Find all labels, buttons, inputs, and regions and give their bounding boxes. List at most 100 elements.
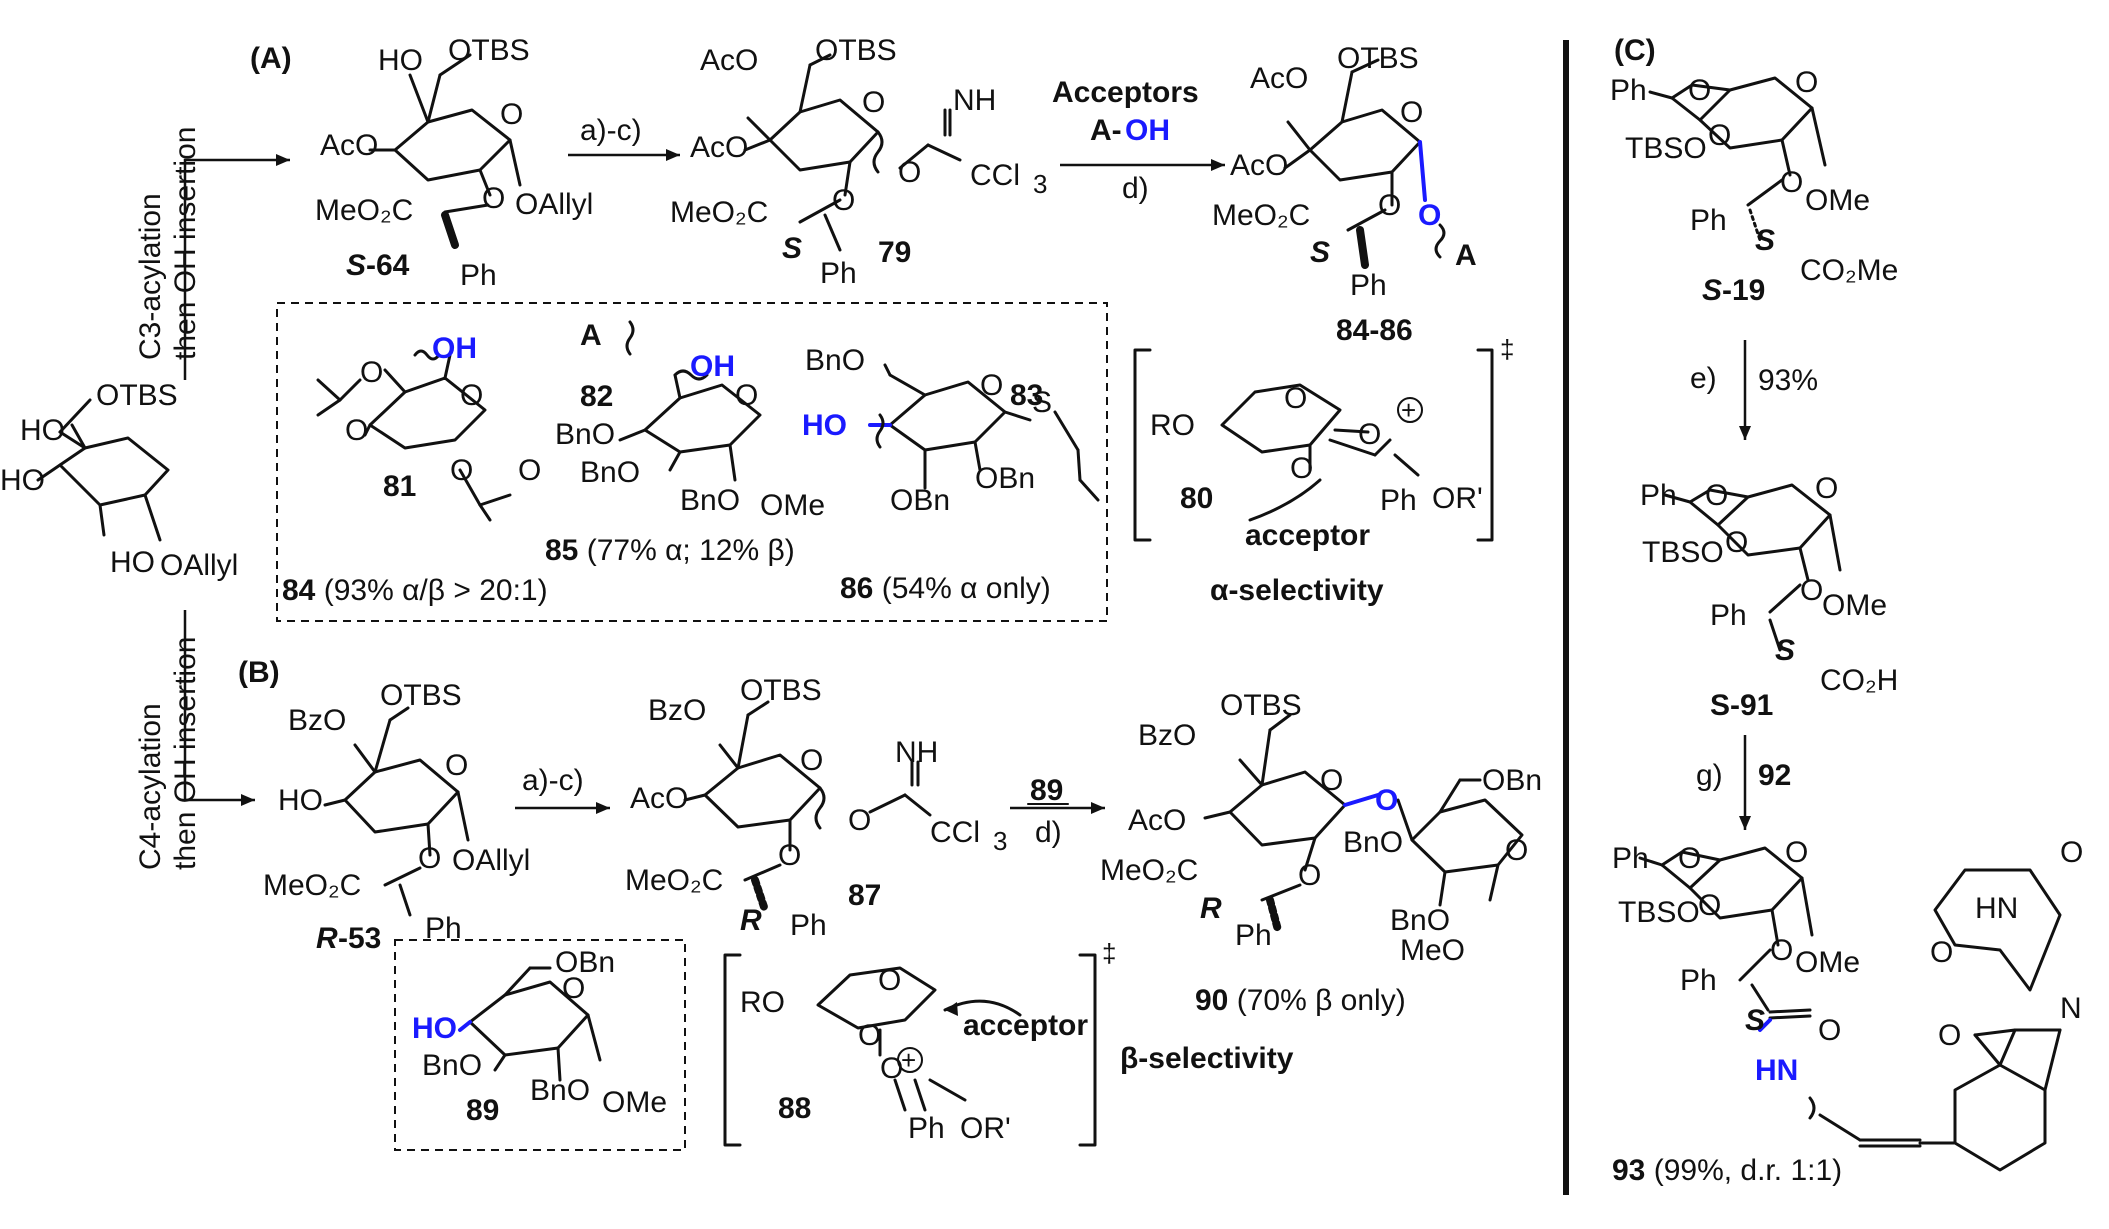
svg-text:O: O — [1815, 472, 1838, 505]
svg-text:HO: HO — [0, 464, 45, 497]
svg-text:O: O — [562, 972, 585, 1005]
svg-text:OTBS: OTBS — [815, 34, 897, 67]
svg-text:O: O — [1705, 479, 1728, 512]
svg-text:OTBS: OTBS — [380, 679, 462, 712]
compound-s-19: Ph O O O TBSO O OMe Ph S CO₂Me S -19 — [1610, 66, 1898, 307]
svg-text:92: 92 — [1758, 759, 1791, 792]
svg-text:89: 89 — [466, 1094, 499, 1127]
svg-text:82: 82 — [580, 380, 613, 413]
svg-text:Ph: Ph — [1640, 479, 1677, 512]
svg-text:O: O — [360, 356, 383, 389]
svg-text:O: O — [518, 454, 541, 487]
svg-text:O: O — [445, 749, 468, 782]
svg-text:O: O — [1800, 574, 1823, 607]
svg-text:O: O — [832, 184, 855, 217]
svg-text:O: O — [1795, 66, 1818, 99]
svg-text:g): g) — [1696, 759, 1723, 792]
svg-text:Ph: Ph — [908, 1112, 945, 1145]
svg-text:OBn: OBn — [890, 484, 950, 517]
svg-text:BnO: BnO — [1390, 904, 1450, 937]
svg-text:93%: 93% — [1758, 364, 1818, 397]
svg-text:S: S — [1702, 274, 1722, 307]
svg-text:O: O — [1298, 859, 1321, 892]
svg-text:NH: NH — [895, 736, 938, 769]
svg-text:BnO: BnO — [580, 456, 640, 489]
svg-text:OH: OH — [432, 332, 477, 365]
svg-text:OAllyl: OAllyl — [160, 549, 238, 582]
svg-text:e): e) — [1690, 362, 1717, 395]
svg-text:OMe: OMe — [1822, 589, 1887, 622]
transition-state-80: + RO O O O Ph OR' acceptor 80 ‡ α-select… — [1133, 334, 1514, 607]
svg-text:-19: -19 — [1722, 274, 1765, 307]
svg-text:+: + — [901, 1045, 916, 1075]
svg-text:C3-acylation: C3-acylation — [134, 193, 167, 360]
svg-text:OTBS: OTBS — [448, 34, 530, 67]
svg-text:O: O — [880, 1052, 903, 1085]
svg-text:O: O — [1770, 934, 1793, 967]
svg-text:Acceptors: Acceptors — [1052, 76, 1199, 109]
route-top: C3-acylation then OH insertion — [134, 127, 290, 380]
svg-text:81: 81 — [383, 470, 416, 503]
svg-text:Ph: Ph — [1612, 842, 1649, 875]
yield-93: 93 (99%, d.r. 1:1) — [1612, 1154, 1842, 1187]
svg-text:O: O — [1284, 382, 1307, 415]
svg-text:OTBS: OTBS — [1337, 42, 1419, 75]
svg-text:‡: ‡ — [1102, 938, 1116, 968]
svg-text:MeO₂C: MeO₂C — [625, 864, 723, 897]
svg-text:O: O — [2060, 836, 2083, 869]
svg-text:acceptor: acceptor — [963, 1009, 1088, 1042]
start-galactoside: OTBS HO HO HO HO OAllyl — [0, 379, 238, 582]
svg-text:S: S — [1032, 386, 1052, 419]
transition-state-88: + RO O O O Ph OR' acceptor 88 ‡ β-select… — [723, 938, 1294, 1147]
svg-text:O: O — [1688, 74, 1711, 107]
svg-text:A: A — [580, 319, 602, 352]
compound-82: A OH O BnO BnO BnO OMe 82 — [555, 319, 825, 522]
arrow-b-step2: 89 d) — [1010, 774, 1105, 849]
svg-text:S: S — [1755, 224, 1775, 257]
svg-text:AcO: AcO — [1128, 804, 1186, 837]
svg-text:O: O — [800, 744, 823, 777]
svg-text:S: S — [1310, 236, 1330, 269]
svg-text:Ph: Ph — [820, 257, 857, 290]
svg-text:CO₂Me: CO₂Me — [1800, 254, 1898, 287]
svg-text:a)-c): a)-c) — [580, 114, 642, 147]
svg-text:O: O — [1358, 418, 1381, 451]
svg-text:S: S — [782, 232, 802, 265]
svg-text:MeO₂C: MeO₂C — [315, 194, 413, 227]
svg-text:RO: RO — [1150, 409, 1195, 442]
svg-text:Ph: Ph — [1350, 269, 1387, 302]
svg-text:OAllyl: OAllyl — [452, 844, 530, 877]
svg-text:TBSO: TBSO — [1625, 132, 1707, 165]
svg-text:TBSO: TBSO — [1642, 536, 1724, 569]
svg-text:R: R — [740, 904, 762, 937]
compound-90: OTBS BzO AcO O O O OBn BnO BnO O MeO MeO… — [1100, 689, 1542, 1017]
compound-81: OH O O O O O 81 — [316, 332, 541, 522]
svg-text:OBn: OBn — [975, 462, 1035, 495]
svg-text:S: S — [1775, 634, 1795, 667]
svg-text:CO₂H: CO₂H — [1820, 664, 1898, 697]
svg-text:O: O — [858, 1019, 881, 1052]
svg-text:OH: OH — [1125, 114, 1170, 147]
svg-text:acceptor: acceptor — [1245, 519, 1370, 552]
compound-83: BnO HO O S OBn OBn 83 — [802, 344, 1100, 517]
svg-text:O: O — [735, 379, 758, 412]
compound-s-64: HO OTBS AcO O O OAllyl MeO₂C Ph S -64 — [315, 34, 593, 292]
svg-text:80: 80 — [1180, 482, 1213, 515]
svg-text:AcO: AcO — [1250, 62, 1308, 95]
svg-text:NH: NH — [953, 84, 996, 117]
svg-text:CCl: CCl — [930, 816, 980, 849]
svg-text:HO: HO — [378, 44, 423, 77]
svg-text:3: 3 — [993, 826, 1007, 856]
svg-text:87: 87 — [848, 879, 881, 912]
svg-text:C4-acylation: C4-acylation — [134, 703, 167, 870]
svg-text:OBn: OBn — [1482, 764, 1542, 797]
svg-text:OTBS: OTBS — [96, 379, 178, 412]
svg-text:BnO: BnO — [680, 484, 740, 517]
arrow-c-step1: e) 93% — [1690, 340, 1818, 440]
svg-text:β-selectivity: β-selectivity — [1120, 1042, 1294, 1075]
svg-text:BzO: BzO — [1138, 719, 1196, 752]
arrow-a-step1: a)-c) — [568, 114, 680, 161]
svg-text:O: O — [980, 369, 1003, 402]
acceptor-89-box — [394, 939, 686, 1151]
